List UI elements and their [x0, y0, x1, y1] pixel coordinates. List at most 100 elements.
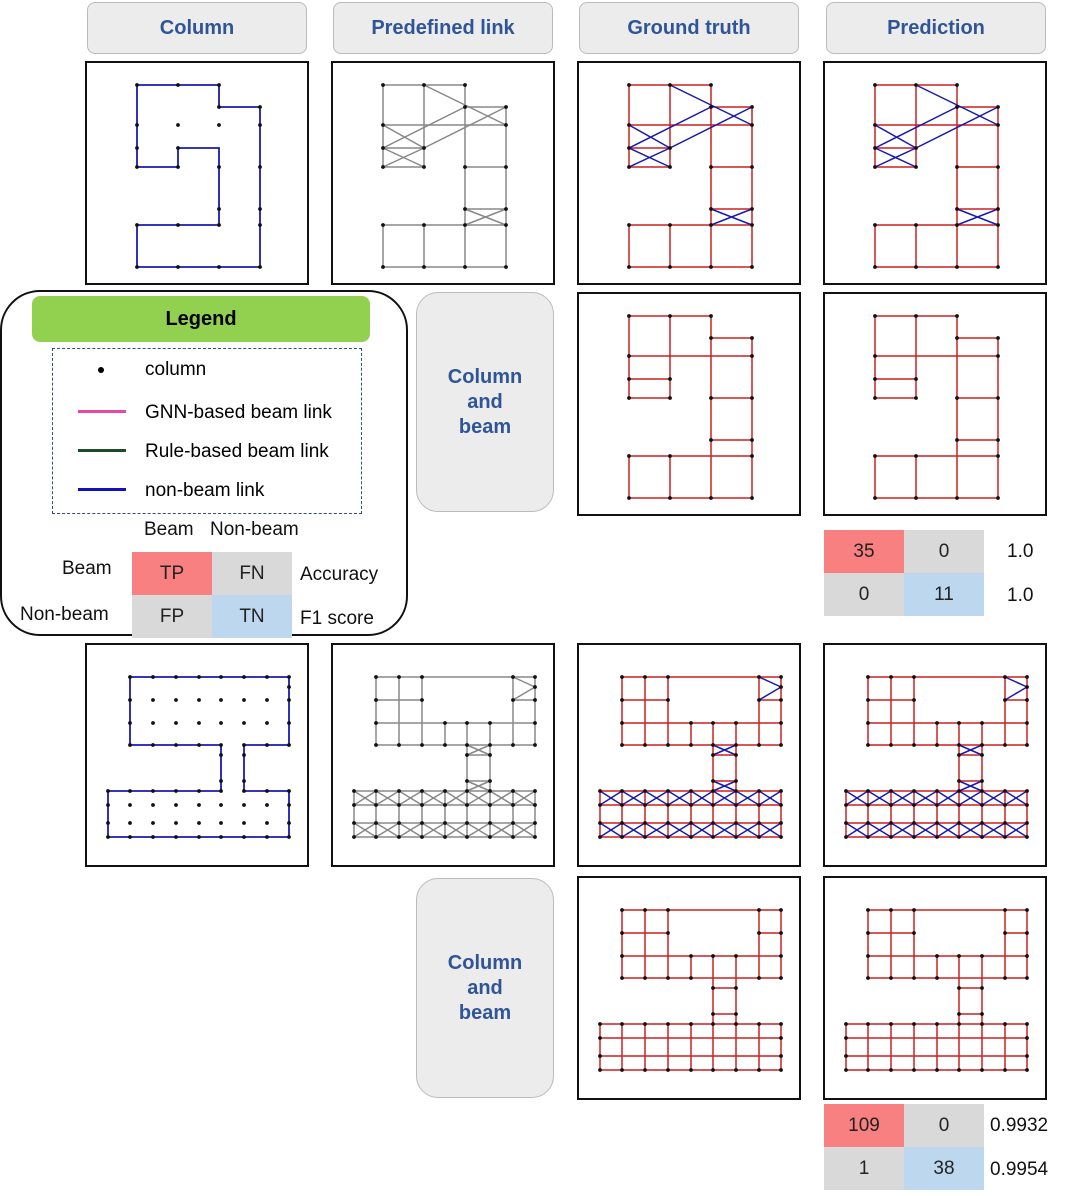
predefined-link: [421, 790, 446, 806]
column-node: [151, 821, 155, 825]
column-node: [1003, 908, 1007, 912]
column-node: [219, 698, 223, 702]
column-node: [957, 789, 961, 793]
column-node: [627, 496, 631, 500]
nonbeam-link: [644, 790, 669, 806]
column-node: [711, 821, 715, 825]
column-node: [935, 954, 939, 958]
column-node: [711, 721, 715, 725]
nonbeam-link: [845, 790, 869, 806]
column-node: [666, 835, 670, 839]
column-node: [374, 789, 378, 793]
column-node: [734, 721, 738, 725]
column-node: [935, 789, 939, 793]
column-node: [504, 265, 508, 269]
column-node: [844, 803, 848, 807]
column-node: [197, 743, 201, 747]
column-node: [996, 496, 1000, 500]
column-node: [734, 1012, 738, 1016]
column-node: [443, 803, 447, 807]
column-node: [465, 821, 469, 825]
column-node: [668, 454, 672, 458]
pill-line2: and: [467, 390, 503, 413]
column-node: [1025, 803, 1029, 807]
legend-accuracy: Accuracy: [300, 564, 379, 585]
column-node: [666, 698, 670, 702]
column-node: [873, 496, 877, 500]
column-node: [174, 675, 178, 679]
column-node: [1003, 821, 1007, 825]
nonbeam-link: [621, 822, 646, 838]
column-node: [488, 779, 492, 783]
nonbeam-link: [913, 790, 938, 806]
column-node: [511, 835, 515, 839]
predefined-link: [512, 790, 536, 806]
column-node: [1003, 1068, 1007, 1072]
column-node: [668, 396, 672, 400]
column-node: [504, 123, 508, 127]
column-node: [374, 835, 378, 839]
column-node: [488, 835, 492, 839]
column-node: [668, 146, 672, 150]
column-node: [420, 789, 424, 793]
column-node: [1003, 698, 1007, 702]
column-node: [135, 83, 139, 87]
legend-gnn-label: GNN-based beam link: [145, 402, 332, 423]
column-node: [511, 821, 515, 825]
column-node: [397, 835, 401, 839]
column-node: [488, 803, 492, 807]
column-node: [689, 821, 693, 825]
column-node: [242, 803, 246, 807]
column-node: [957, 954, 961, 958]
column-node: [598, 789, 602, 793]
matrix-row-beam: Beam: [62, 558, 112, 579]
column-node: [689, 803, 693, 807]
column-node: [980, 803, 984, 807]
column-node: [689, 976, 693, 980]
predefined-link: [489, 822, 514, 838]
b1-beam-prediction-panel: [823, 292, 1047, 516]
column-node: [873, 354, 877, 358]
column-node: [176, 223, 180, 227]
result2-accuracy: 0.9932: [990, 1115, 1049, 1136]
matrix-col-nonbeam: Non-beam: [210, 519, 299, 540]
column-node: [734, 1068, 738, 1072]
nonbeam-link: [913, 822, 938, 838]
column-node: [287, 675, 291, 679]
column-node: [217, 265, 221, 269]
column-node: [734, 821, 738, 825]
column-node: [352, 835, 356, 839]
column-node: [980, 753, 984, 757]
column-node: [128, 789, 132, 793]
column-node: [996, 207, 1000, 211]
legend-rule-label: Rule-based beam link: [145, 441, 329, 462]
predefined-link: [423, 106, 507, 149]
column-node: [643, 789, 647, 793]
column-node: [750, 438, 754, 442]
column-node: [151, 789, 155, 793]
column-node: [914, 165, 918, 169]
column-node: [889, 821, 893, 825]
column-node: [533, 675, 537, 679]
column-node: [217, 83, 221, 87]
column-node: [219, 753, 223, 757]
column-node: [533, 803, 537, 807]
column-node: [151, 743, 155, 747]
column-node: [511, 675, 515, 679]
column-node: [620, 675, 624, 679]
nonbeam-link: [867, 790, 892, 806]
column-node: [955, 438, 959, 442]
column-node: [176, 83, 180, 87]
nonbeam-link: [599, 790, 623, 806]
column-node: [533, 835, 537, 839]
column-node: [955, 336, 959, 340]
nonbeam-link: [758, 676, 782, 688]
column-node: [620, 976, 624, 980]
column-node: [1003, 675, 1007, 679]
column-node: [912, 1022, 916, 1026]
column-node: [912, 908, 916, 912]
column-node: [955, 265, 959, 269]
column-node: [844, 1054, 848, 1058]
column-node: [709, 438, 713, 442]
column-node: [750, 165, 754, 169]
